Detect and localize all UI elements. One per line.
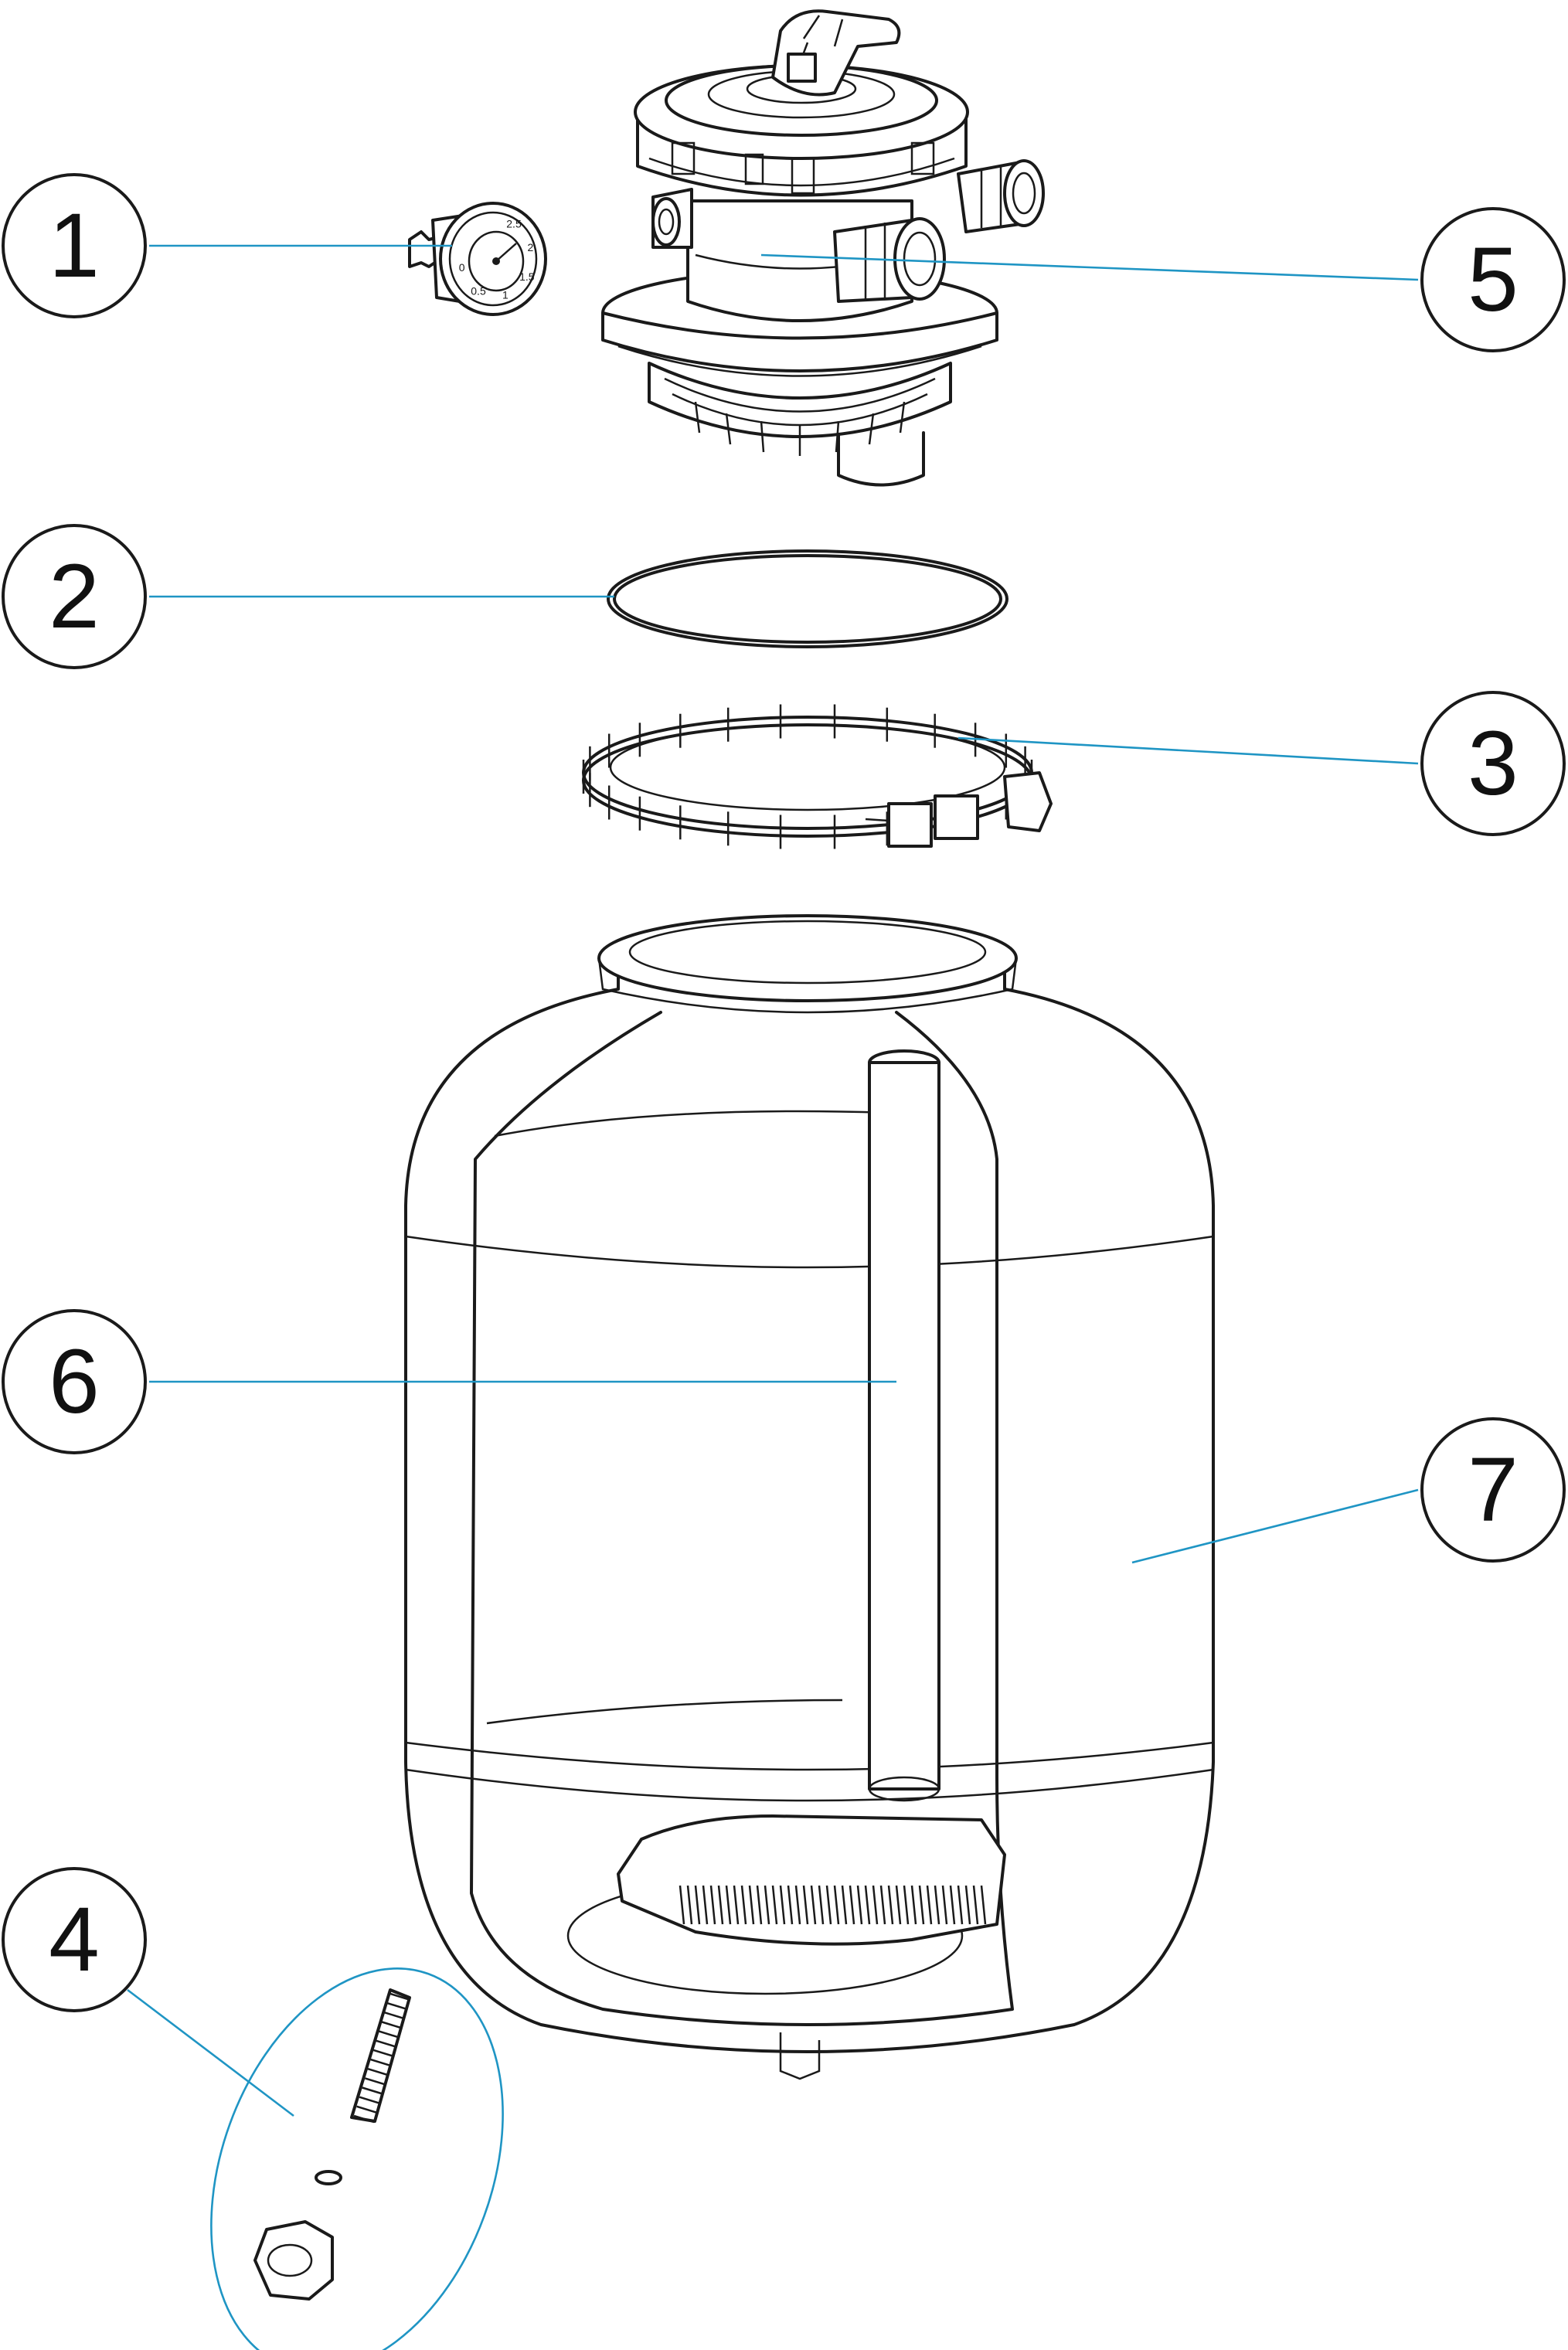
gauge-scale-label: 1 <box>502 288 508 301</box>
gauge-scale-label: 0 <box>459 261 465 274</box>
gauge-scale-label: 2.5 <box>506 218 522 230</box>
leader-4 <box>127 1988 294 2117</box>
leader-5 <box>760 253 1419 281</box>
leader-7 <box>1131 1488 1419 1564</box>
gauge-scale-label: 0.5 <box>471 284 486 297</box>
callout-2: 2 <box>2 524 147 669</box>
multiport-valve-drawing <box>601 9 1045 487</box>
callout-6-label: 6 <box>49 1331 100 1433</box>
callout-5: 5 <box>1420 207 1566 352</box>
callout-6: 6 <box>2 1309 147 1454</box>
callout-1-label: 1 <box>49 195 100 297</box>
callout-7: 7 <box>1420 1417 1566 1563</box>
clamp-ring-drawing <box>582 704 1053 849</box>
callout-4-label: 4 <box>49 1889 100 1991</box>
callout-3-label: 3 <box>1468 712 1519 815</box>
o-ring-drawing <box>607 549 1008 648</box>
callout-4: 4 <box>2 1867 147 2012</box>
gauge-scale-label: 1.5 <box>519 270 535 283</box>
leader-lines <box>127 244 1419 2117</box>
callout-5-label: 5 <box>1468 229 1519 331</box>
callout-1: 1 <box>2 173 147 318</box>
callout-7-label: 7 <box>1468 1439 1519 1541</box>
drain-plug-drawing <box>210 1967 504 2350</box>
leader-3 <box>957 736 1419 765</box>
pressure-gauge-drawing: 2.5 2 1.5 1 0.5 0 <box>408 202 547 316</box>
callout-2-label: 2 <box>49 546 100 648</box>
gauge-scale-label: 2 <box>528 241 534 253</box>
callout-3: 3 <box>1420 691 1566 836</box>
standpipe-drawing <box>617 1049 1006 1946</box>
filter-tank-drawing <box>404 914 1215 2080</box>
